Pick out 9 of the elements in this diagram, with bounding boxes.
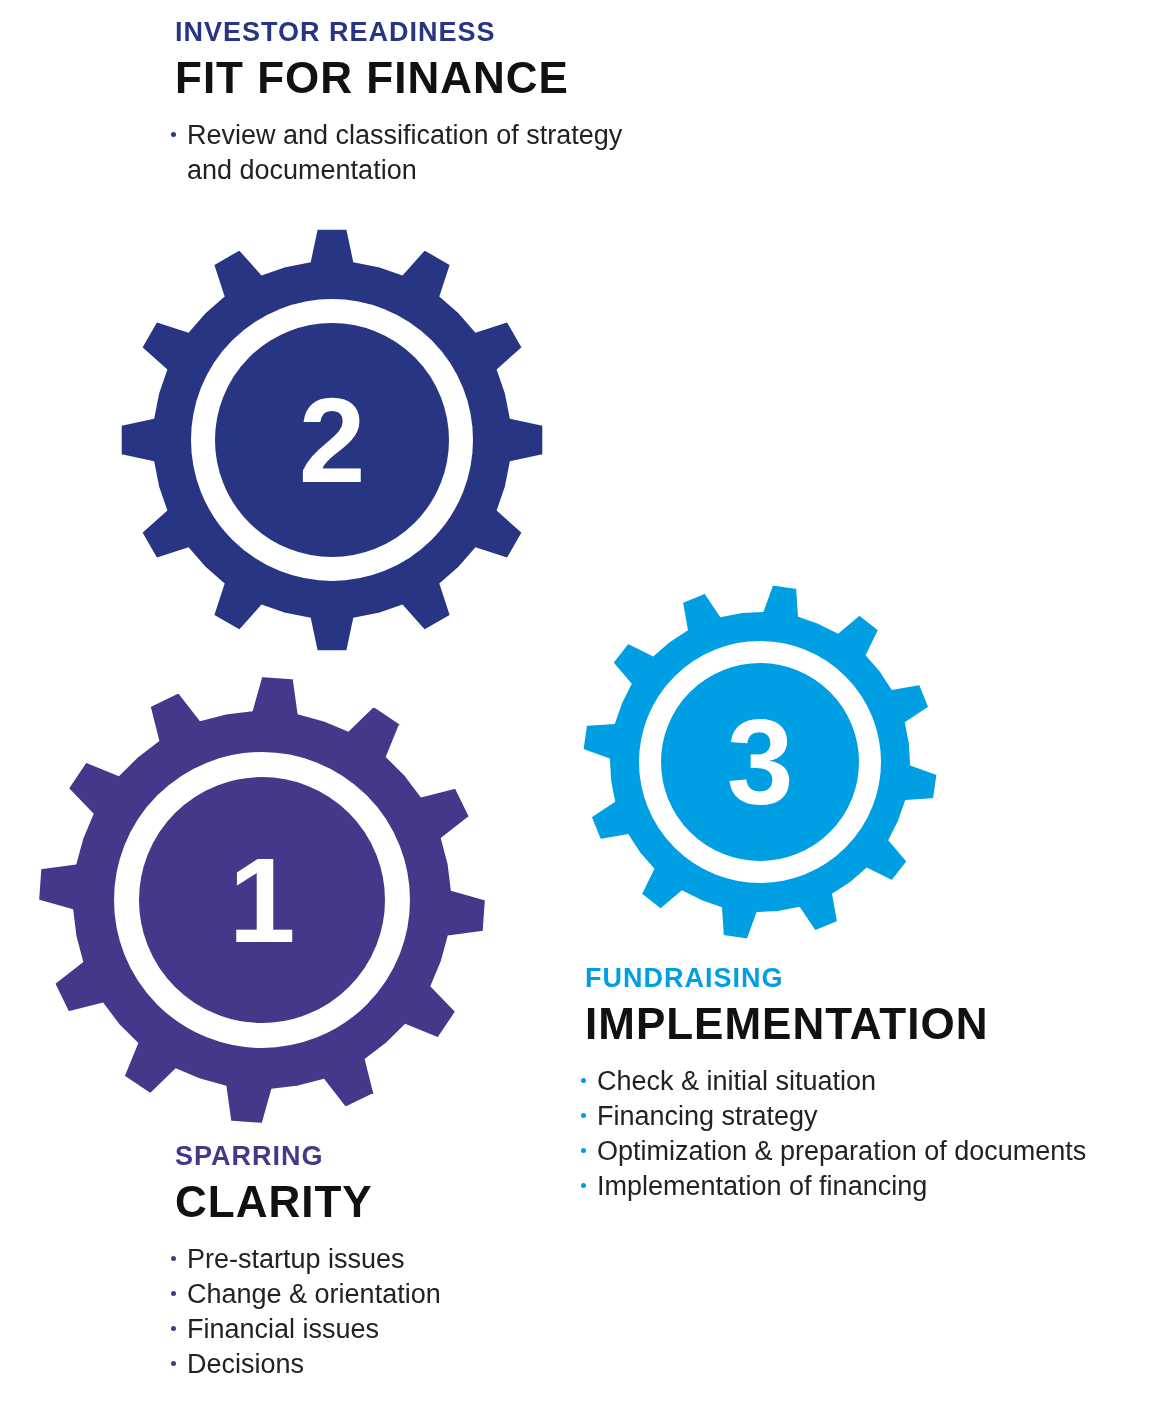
section-label: FUNDRAISING: [585, 962, 784, 994]
section-heading: IMPLEMENTATION: [585, 998, 989, 1050]
section-label: INVESTOR READINESS: [175, 16, 496, 48]
step-number: 1: [228, 840, 296, 960]
section-heading: CLARITY: [175, 1176, 373, 1228]
section-heading: FIT FOR FINANCE: [175, 52, 569, 104]
step-number: 2: [298, 380, 366, 500]
section-label: SPARRING: [175, 1140, 324, 1172]
step-number: 3: [726, 702, 794, 822]
